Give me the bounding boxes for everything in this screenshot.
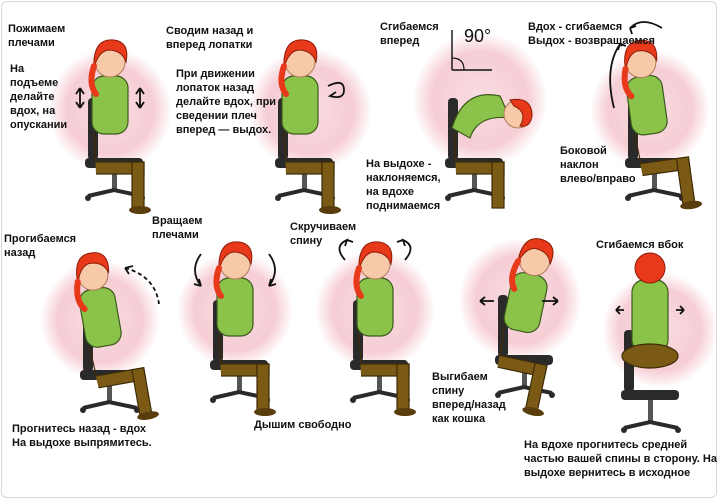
figure-cat [479, 235, 579, 418]
figure-blades [273, 40, 345, 214]
blades-note: При движении лопаток назад делайте вдох,… [176, 68, 277, 136]
arch-back-note: Прогнитесь назад - вдох На выдохе выпрям… [12, 423, 152, 449]
side-tilt-title: Вдох - сгибаемся Выдох - возвращаемся [528, 21, 655, 47]
figure-rotate-shoulders [193, 242, 276, 416]
figure-bend-forward [443, 94, 533, 209]
twist-title: Скручиваем спину [290, 221, 357, 247]
rotate-shoulders-title: Вращаем плечами [152, 215, 203, 241]
cat-note: Выгибаем спину вперед/назад как кошка [432, 371, 506, 425]
bend-forward-note: На выдохе - наклоняемся, на вдохе подним… [366, 158, 441, 212]
figure-twist [338, 238, 416, 416]
shoulders-up-note: На подъеме делайте вдох, на опускании [10, 63, 68, 131]
angle-label: 90° [464, 26, 492, 46]
side-tilt-note: Боковой наклон влево/вправо [560, 145, 636, 185]
figure-shoulders-up [75, 40, 151, 214]
angle-icon [451, 30, 492, 71]
side-bend-title: Сгибаемся вбок [596, 239, 684, 251]
figure-arch-back [71, 246, 160, 428]
rotate-shoulders-note: Дышим свободно [254, 419, 352, 431]
shoulders-up-title: Пожимаем плечами [8, 23, 66, 49]
side-bend-note: На вдохе прогнитесь средней частью вашей… [524, 439, 717, 479]
arch-back-title: Прогибаемся назад [4, 233, 77, 259]
figure-side-tilt [609, 21, 702, 216]
blades-title: Сводим назад и вперед лопатки [166, 25, 254, 51]
figure-side-bend [615, 252, 685, 435]
bend-forward-title: Сгибаемся вперед [380, 21, 439, 47]
